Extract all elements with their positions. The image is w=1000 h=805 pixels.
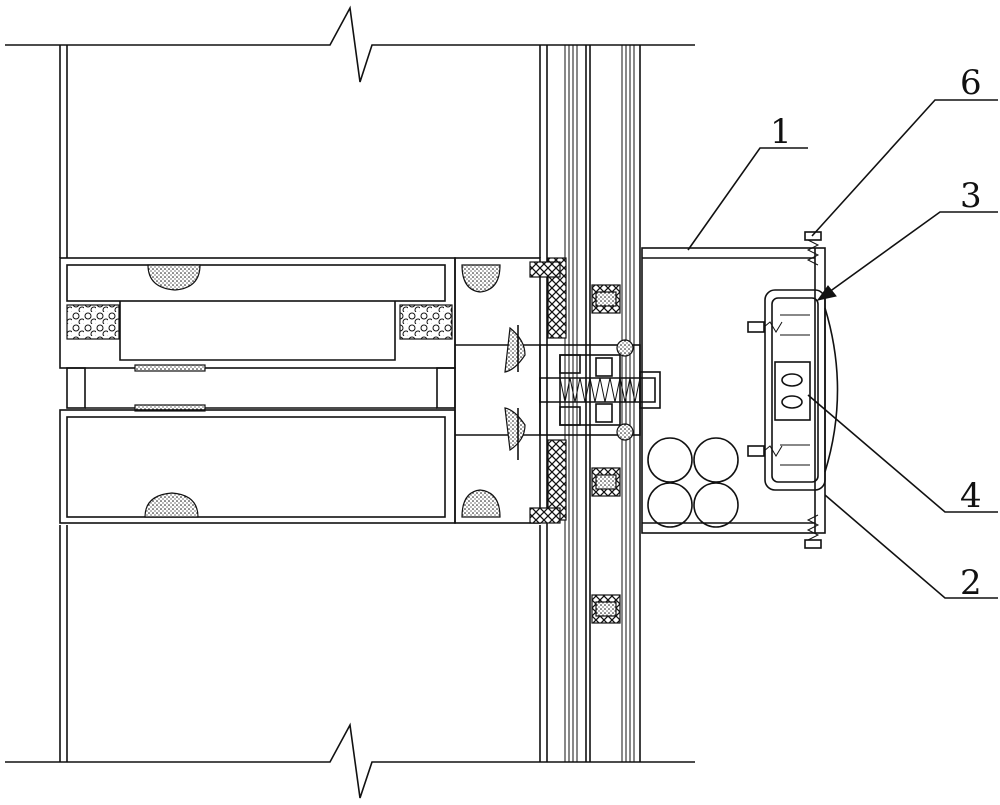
right-frame-section [455,258,540,523]
callout-3: 3 [960,176,982,216]
upper-gasket-left [148,265,200,290]
top-break-line [5,8,695,82]
insulation-strip-left-upper [67,305,119,339]
screw-bottom-right [805,515,821,548]
lower-frame-profile [60,410,455,523]
lamp-housing [748,290,838,490]
spacer-blocks [530,258,620,623]
callout-1: 1 [770,112,792,152]
upper-frame-profile [60,258,455,371]
lower-gasket-left [145,493,198,517]
leader-1 [688,148,808,250]
callout-4: 4 [960,476,982,516]
panel-vertical-lines [60,45,547,762]
round-tubes [648,438,738,527]
leader-3 [818,212,998,300]
bottom-break-line [5,725,695,798]
middle-connection [67,368,455,411]
callout-6: 6 [960,63,982,103]
insulation-strip-right-upper [400,305,452,339]
callout-2: 2 [960,563,982,603]
